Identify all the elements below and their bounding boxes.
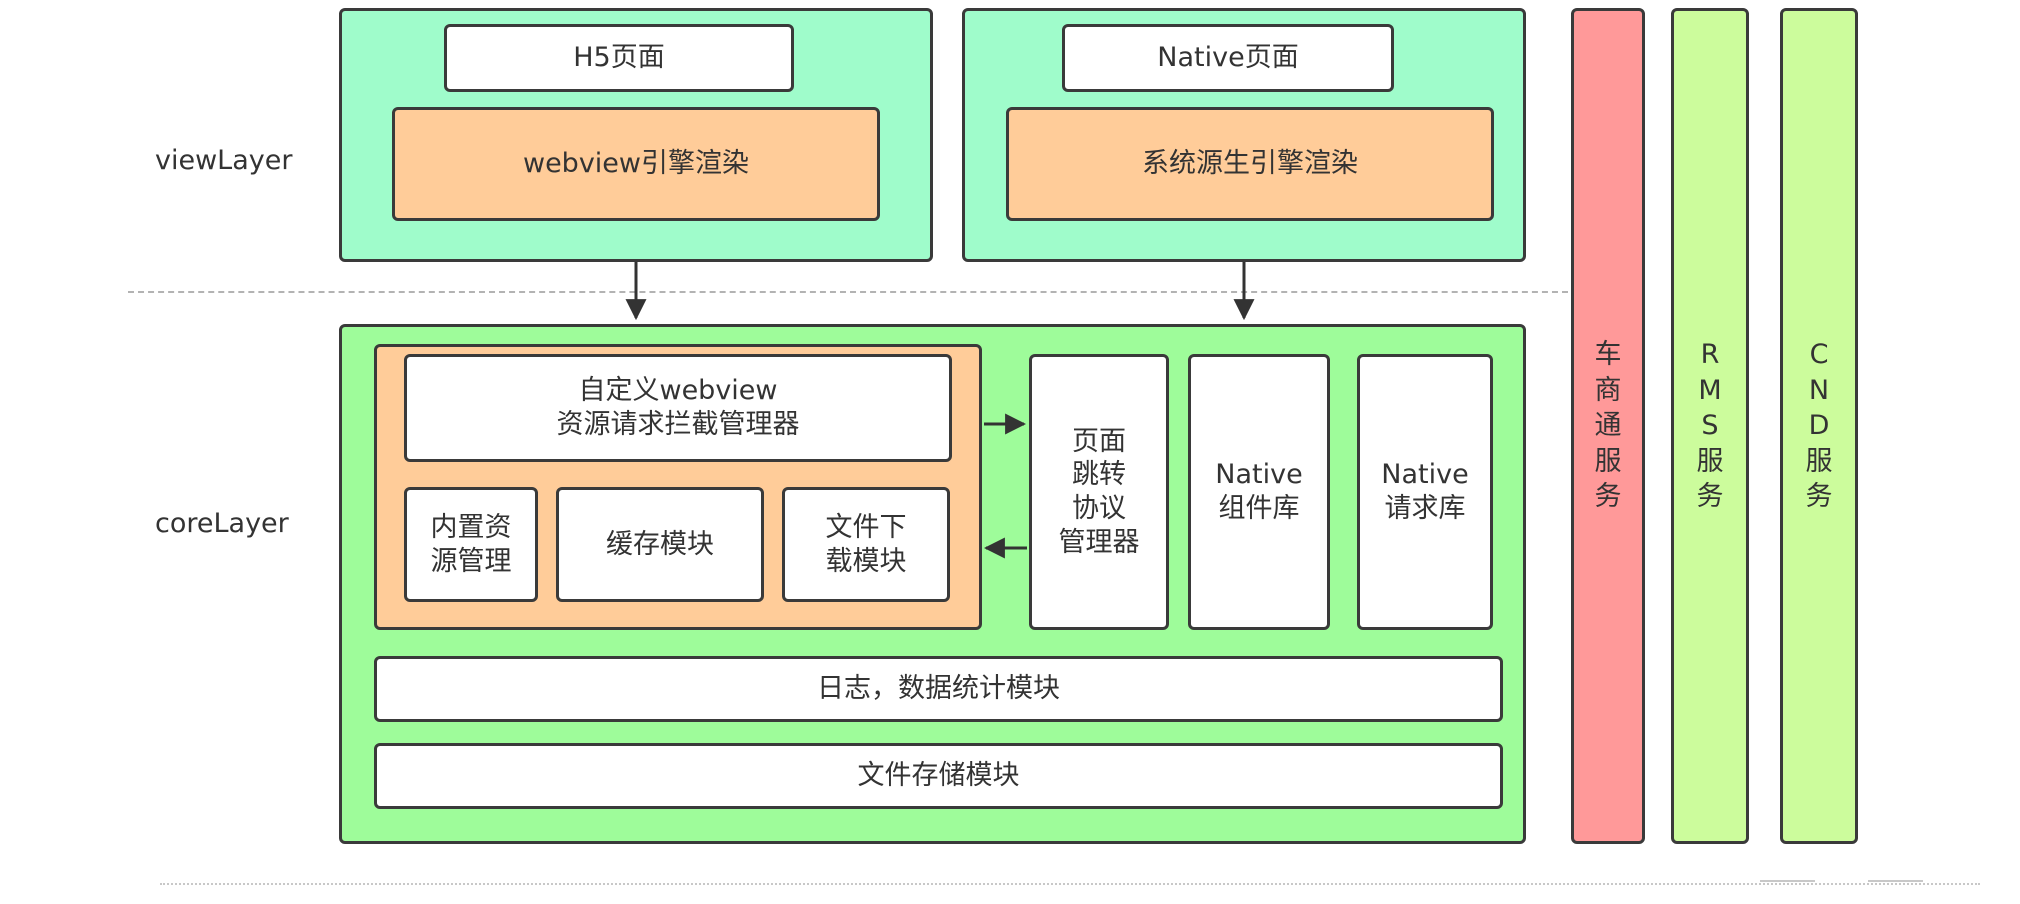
- bottom-divider-segment: [1760, 880, 1815, 882]
- layer-separator: [128, 291, 1568, 293]
- file-storage-box: 文件存储模块: [374, 743, 1503, 809]
- view-layer-label: viewLayer: [155, 145, 293, 176]
- bottom-divider: [160, 883, 1980, 885]
- native-components-box: Native 组件库: [1188, 354, 1330, 630]
- bottom-divider-segment: [1868, 880, 1923, 882]
- builtin-resource-box: 内置资 源管理: [404, 487, 538, 602]
- log-stats-box: 日志，数据统计模块: [374, 656, 1503, 722]
- page-router-box: 页面 跳转 协议 管理器: [1029, 354, 1169, 630]
- webview-render-box: webview引擎渲染: [392, 107, 880, 221]
- rms-service-column: R M S 服 务: [1671, 8, 1749, 844]
- native-render-box: 系统源生引擎渲染: [1006, 107, 1494, 221]
- h5-page-box: H5页面: [444, 24, 794, 92]
- native-request-box: Native 请求库: [1357, 354, 1493, 630]
- download-module-box: 文件下 载模块: [782, 487, 950, 602]
- cache-module-box: 缓存模块: [556, 487, 764, 602]
- interceptor-manager-box: 自定义webview 资源请求拦截管理器: [404, 354, 952, 462]
- core-layer-label: coreLayer: [155, 508, 289, 539]
- native-page-box: Native页面: [1062, 24, 1394, 92]
- cnd-service-column: C N D 服 务: [1780, 8, 1858, 844]
- dealer-service-column: 车 商 通 服 务: [1571, 8, 1645, 844]
